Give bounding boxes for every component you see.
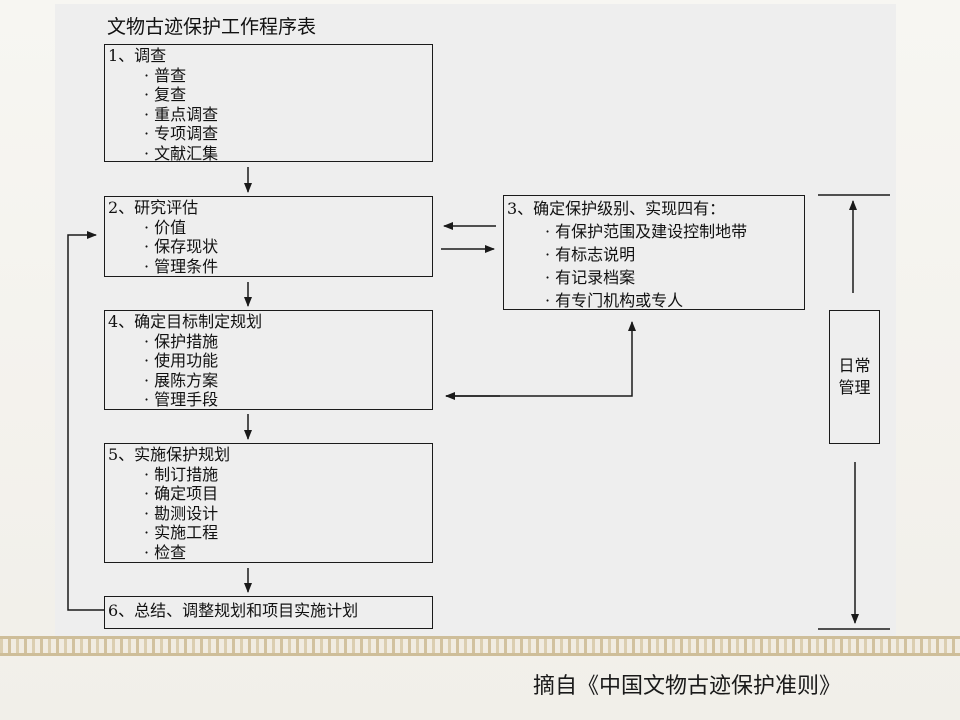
arrow-6-to-2-feedback [67,231,104,611]
step-2-item: 保存现状 [144,237,432,257]
step-1-item: 复查 [144,85,432,105]
step-1-item: 专项调查 [144,124,432,144]
step-3-heading: 3、确定保护级别、实现四有： [507,199,726,218]
step-3-item: 有专门机构或专人 [545,289,804,312]
arrow-4-to-3 [446,321,636,397]
step-4-item: 使用功能 [144,351,432,371]
step-5-list: 制订措施 确定项目 勘测设计 实施工程 检查 [108,465,432,563]
step-2-heading: 2、研究评估 [108,198,199,217]
step-2-list: 价值 保存现状 管理条件 [108,218,432,277]
step-5-box: 5、实施保护规划 制订措施 确定项目 勘测设计 实施工程 检查 [104,443,433,563]
step-1-item: 普查 [144,66,432,86]
step-3-box: 3、确定保护级别、实现四有： 有保护范围及建设控制地带 有标志说明 有记录档案 … [503,195,805,310]
step-5-heading: 5、实施保护规划 [108,445,231,464]
daily-management-label: 日常管理 [838,356,871,397]
step-1-item: 重点调查 [144,105,432,125]
step-5-item: 确定项目 [144,484,432,504]
step-1-item: 文献汇集 [144,144,432,164]
step-3-item: 有记录档案 [545,266,804,289]
step-4-item: 保护措施 [144,332,432,352]
source-citation: 摘自《中国文物古迹保护准则》 [533,674,842,699]
step-3-item: 有标志说明 [545,243,804,266]
step-5-item: 检查 [144,543,432,563]
step-2-item: 管理条件 [144,257,432,277]
step-1-list: 普查 复查 重点调查 专项调查 文献汇集 [108,66,432,164]
step-4-heading: 4、确定目标制定规划 [108,312,263,331]
step-4-item: 管理手段 [144,390,432,410]
step-5-item: 制订措施 [144,465,432,485]
step-3-list: 有保护范围及建设控制地带 有标志说明 有记录档案 有专门机构或专人 [507,220,804,312]
step-6-heading: 6、总结、调整规划和项目实施计划 [108,601,359,620]
step-5-item: 勘测设计 [144,504,432,524]
step-6-box: 6、总结、调整规划和项目实施计划 [104,596,433,629]
daily-management-box: 日常管理 [829,310,880,444]
diagram-title: 文物古迹保护工作程序表 [107,16,317,38]
step-1-box: 1、调查 普查 复查 重点调查 专项调查 文献汇集 [104,44,433,164]
step-4-list: 保护措施 使用功能 展陈方案 管理手段 [108,332,432,410]
step-5-item: 实施工程 [144,523,432,543]
step-1-heading: 1、调查 [108,46,167,65]
step-4-item: 展陈方案 [144,371,432,391]
step-4-box: 4、确定目标制定规划 保护措施 使用功能 展陈方案 管理手段 [104,310,433,410]
step-3-item: 有保护范围及建设控制地带 [545,220,804,243]
step-2-item: 价值 [144,218,432,238]
decorative-border [0,636,960,656]
step-2-box: 2、研究评估 价值 保存现状 管理条件 [104,196,433,277]
